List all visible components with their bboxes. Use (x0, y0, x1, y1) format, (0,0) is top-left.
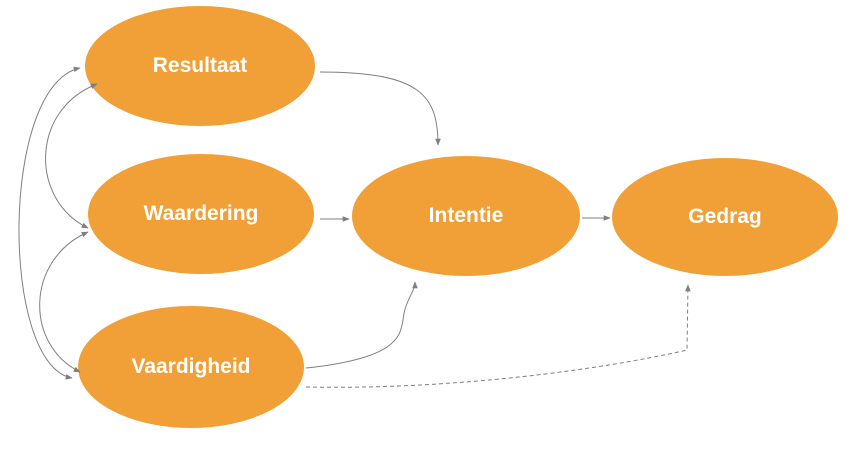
edge-waardering-vaardigheid (39, 231, 89, 373)
node-intentie-shape (352, 156, 580, 276)
edge-vaardigheid-gedrag-dashed (305, 284, 691, 388)
edge-vaardigheid-intentie (305, 281, 418, 369)
node-gedrag-shape (612, 158, 838, 276)
node-resultaat-shape (85, 6, 315, 126)
node-waardering-shape (88, 154, 314, 274)
node-vaardigheid-shape (78, 306, 304, 428)
edge-resultaat-intentie (319, 71, 441, 146)
edge-resultaat-vaardigheid (18, 66, 81, 380)
